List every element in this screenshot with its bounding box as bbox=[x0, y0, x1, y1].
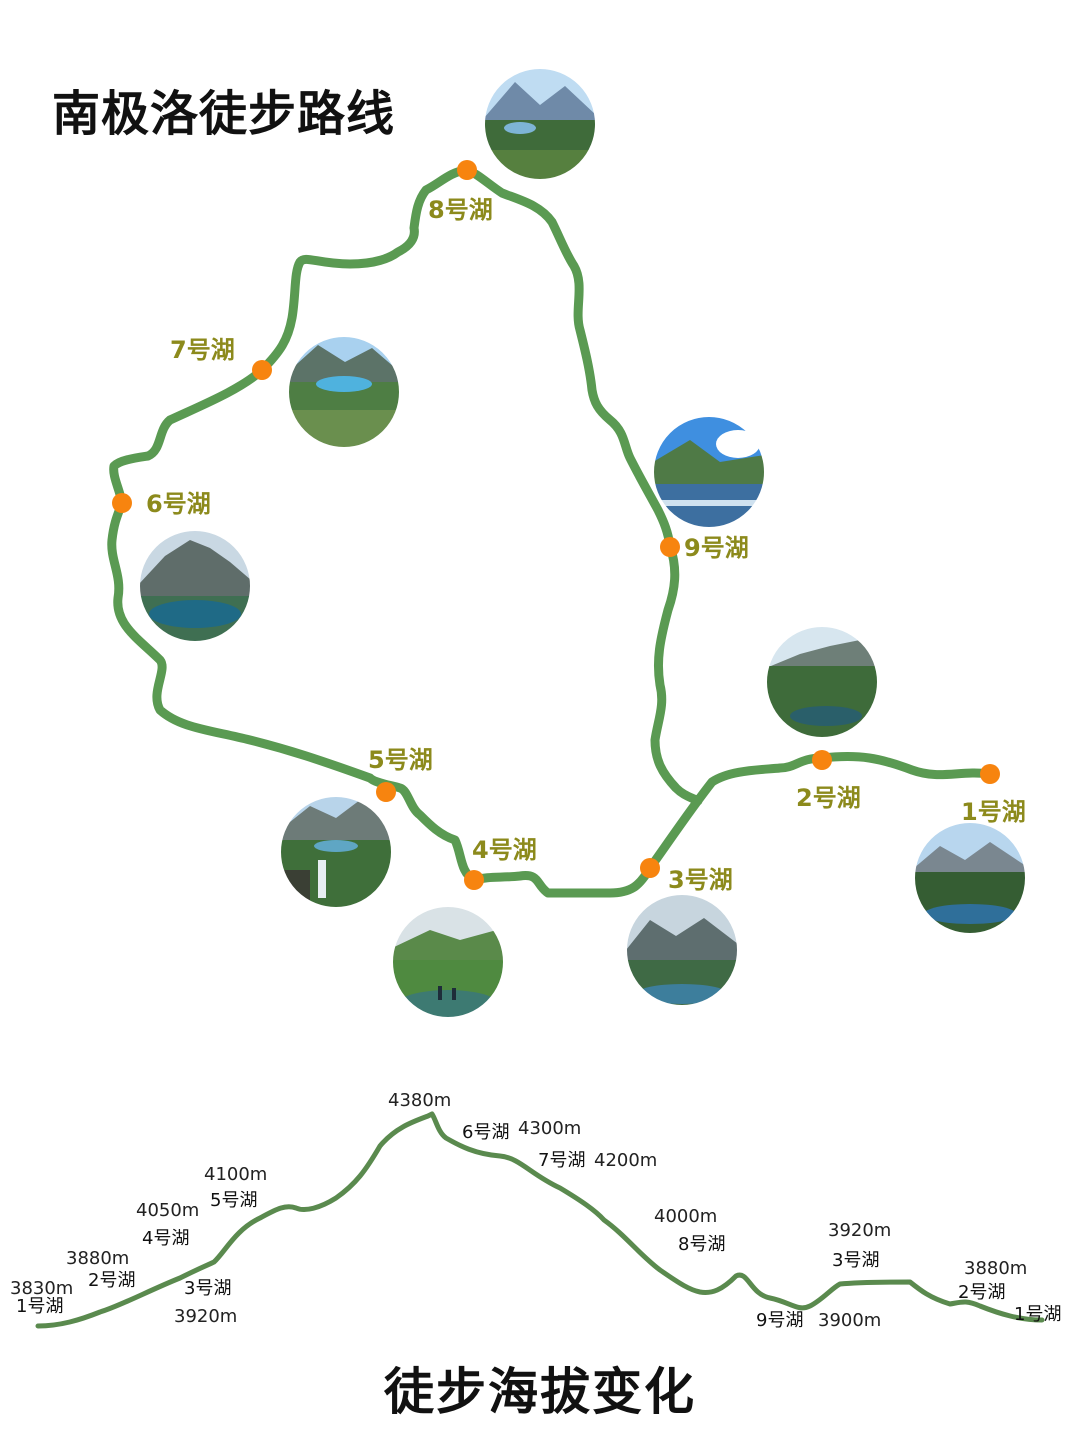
waypoint-lake-3[interactable] bbox=[640, 858, 660, 878]
profile-lake-2b: 2号湖 bbox=[958, 1282, 1005, 1303]
profile-lake-5: 5号湖 bbox=[210, 1190, 257, 1211]
waypoint-label-lake-6: 6号湖 bbox=[146, 490, 211, 518]
lake-6-photo bbox=[139, 530, 251, 642]
elevation-profile-line bbox=[35, 1111, 1045, 1329]
lake-3-photo bbox=[626, 894, 738, 1006]
profile-lake-6: 6号湖 bbox=[462, 1122, 509, 1143]
waypoint-lake-1[interactable] bbox=[980, 764, 1000, 784]
waypoint-label-lake-1: 1号湖 bbox=[961, 798, 1026, 826]
map-title: 南极洛徒步路线 bbox=[52, 86, 396, 142]
hiking-route bbox=[107, 165, 995, 898]
profile-elevation-4: 4050m bbox=[136, 1200, 199, 1221]
profile-lake-8: 8号湖 bbox=[678, 1234, 725, 1255]
waypoint-lake-7[interactable] bbox=[252, 360, 272, 380]
profile-lake-9: 9号湖 bbox=[756, 1310, 803, 1331]
lake-9-photo bbox=[653, 416, 765, 528]
waypoint-label-lake-7: 7号湖 bbox=[170, 336, 235, 364]
waypoint-label-lake-9: 9号湖 bbox=[684, 534, 749, 562]
profile-title: 徒步海拔变化 bbox=[384, 1363, 696, 1421]
waypoint-lake-8[interactable] bbox=[457, 160, 477, 180]
profile-elevation-3: 3920m bbox=[174, 1306, 237, 1327]
waypoint-lake-2[interactable] bbox=[812, 750, 832, 770]
profile-elevation-2b: 3880m bbox=[964, 1258, 1027, 1279]
profile-elevation-8: 4000m bbox=[654, 1206, 717, 1227]
profile-lake-3: 3号湖 bbox=[184, 1278, 231, 1299]
waypoint-lake-4[interactable] bbox=[464, 870, 484, 890]
profile-lake-1b: 1号湖 bbox=[1014, 1304, 1061, 1325]
profile-elevation-7: 4200m bbox=[594, 1150, 657, 1171]
waypoint-lake-9[interactable] bbox=[660, 537, 680, 557]
waypoint-label-lake-2: 2号湖 bbox=[796, 784, 861, 812]
profile-elevation-2: 3880m bbox=[66, 1248, 129, 1269]
profile-elevation-5: 4100m bbox=[204, 1164, 267, 1185]
waypoint-lake-5[interactable] bbox=[376, 782, 396, 802]
lake-1-photo bbox=[914, 822, 1026, 934]
waypoint-lake-6[interactable] bbox=[112, 493, 132, 513]
profile-lake-4: 4号湖 bbox=[142, 1228, 189, 1249]
profile-elevation-peak: 4380m bbox=[388, 1090, 451, 1111]
waypoint-label-lake-5: 5号湖 bbox=[368, 746, 433, 774]
profile-lake-3b: 3号湖 bbox=[832, 1250, 879, 1271]
route-map: 1号湖 2号湖 3号湖 4号湖 5号湖 6号湖 7号湖 8号湖 9号湖 bbox=[107, 67, 1027, 1019]
elevation-profile: 3830m 1号湖 3880m 2号湖 3号湖 3920m 4050m 4号湖 … bbox=[10, 1090, 1061, 1331]
profile-elevation-3b: 3920m bbox=[828, 1220, 891, 1241]
waypoint-label-lake-4: 4号湖 bbox=[472, 836, 537, 864]
waypoint-label-lake-3: 3号湖 bbox=[668, 866, 733, 894]
profile-lake-7: 7号湖 bbox=[538, 1150, 585, 1171]
waypoint-label-lake-8: 8号湖 bbox=[428, 196, 493, 224]
profile-elevation-1: 3830m bbox=[10, 1278, 73, 1299]
profile-lake-1: 1号湖 bbox=[16, 1296, 63, 1317]
profile-lake-2: 2号湖 bbox=[88, 1270, 135, 1291]
profile-elevation-9: 3900m bbox=[818, 1310, 881, 1331]
profile-elevation-6: 4300m bbox=[518, 1118, 581, 1139]
